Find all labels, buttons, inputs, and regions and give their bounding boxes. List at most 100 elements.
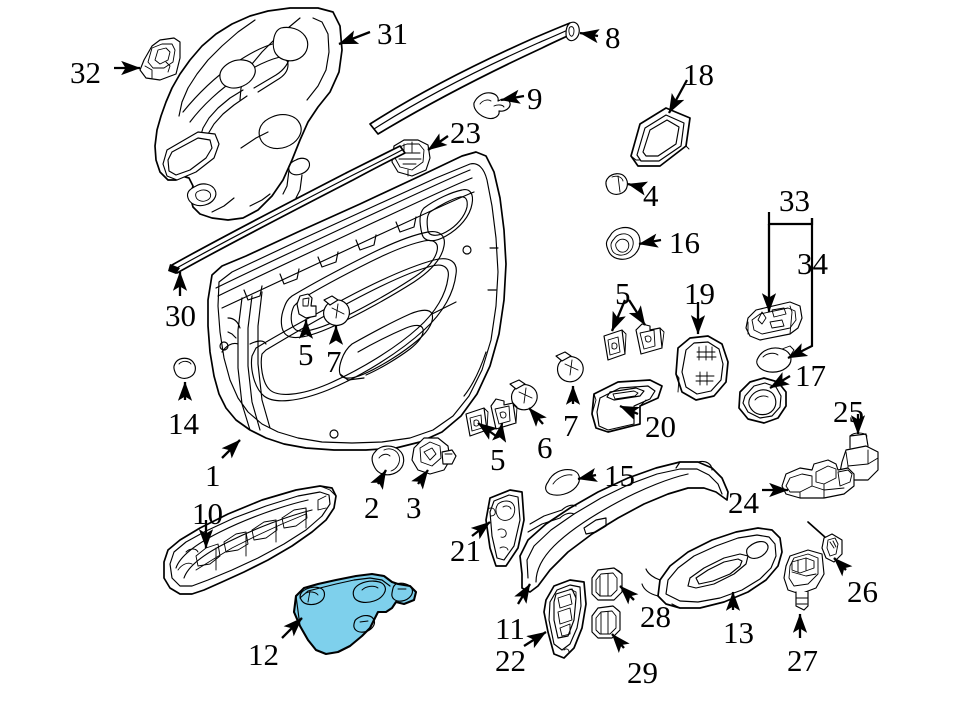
arrow-23	[427, 133, 449, 151]
arrow-16	[638, 233, 662, 248]
callout-number-7[interactable]: 7	[563, 408, 579, 443]
callout-number-13[interactable]: 13	[723, 615, 754, 650]
callout-number-7[interactable]: 7	[326, 344, 342, 379]
callout-number-10[interactable]: 10	[192, 496, 223, 531]
arrow-22	[523, 631, 547, 649]
arrow-18	[667, 79, 689, 114]
part-17-grommet-seal	[738, 377, 787, 424]
callout-number-28[interactable]: 28	[640, 599, 671, 634]
arrow-9	[500, 89, 525, 104]
callout-number-27[interactable]: 27	[787, 643, 818, 678]
arrow-34	[787, 343, 809, 360]
callout-number-11[interactable]: 11	[495, 611, 525, 646]
arrow-26	[833, 557, 853, 577]
part-21-bracket	[485, 489, 525, 567]
arrow-17	[769, 372, 791, 389]
part-5-clip-right-a	[465, 407, 489, 437]
part-16-grommet	[605, 227, 641, 260]
part-26-lock-rod	[807, 521, 843, 563]
part-4-plug	[605, 173, 628, 195]
part-10-armrest-support	[163, 485, 337, 595]
arrow-20	[619, 404, 641, 421]
leader-lines	[114, 29, 866, 653]
callout-number-3[interactable]: 3	[406, 490, 422, 525]
callout-number-22[interactable]: 22	[495, 643, 526, 678]
callout-number-6[interactable]: 6	[537, 430, 553, 465]
callout-number-12[interactable]: 12	[248, 637, 279, 672]
part-27-mirror-switch	[783, 549, 825, 611]
part-1-door-trim-panel	[207, 151, 507, 451]
callout-number-2[interactable]: 2	[364, 490, 380, 525]
arrow-2	[370, 469, 387, 490]
arrow-5-mid-a	[610, 299, 627, 332]
arrow-3	[411, 469, 429, 490]
part-18-cover	[630, 107, 691, 167]
callout-number-24[interactable]: 24	[728, 485, 759, 520]
part-14-cap	[173, 357, 196, 379]
arrow-28	[619, 585, 639, 605]
part-15-plug	[545, 468, 581, 496]
callout-number-1[interactable]: 1	[205, 458, 221, 493]
arrow-31	[338, 30, 371, 46]
callout-number-30[interactable]: 30	[165, 298, 196, 333]
callout-number-15[interactable]: 15	[604, 458, 635, 493]
callout-number-20[interactable]: 20	[645, 409, 676, 444]
arrow-4	[627, 181, 649, 196]
callout-number-31[interactable]: 31	[377, 16, 408, 51]
arrow-6	[528, 407, 547, 427]
callout-number-17[interactable]: 17	[795, 358, 826, 393]
part-32-clip	[139, 37, 181, 81]
callout-number-5[interactable]: 5	[490, 442, 506, 477]
part-5-clip-upper	[296, 293, 317, 319]
part-5-clip-right-b	[490, 398, 518, 430]
callout-number-5[interactable]: 5	[298, 337, 314, 372]
part-31-water-shield	[154, 7, 343, 221]
callout-number-26[interactable]: 26	[847, 574, 878, 609]
part-7-screw-upper	[323, 295, 350, 326]
part-33-lamp	[745, 301, 803, 341]
arrow-15	[577, 467, 598, 482]
callout-number-34[interactable]: 34	[797, 246, 828, 281]
part-13-pull-handle	[641, 527, 783, 609]
part-3-stud	[411, 437, 457, 475]
callout-number-29[interactable]: 29	[627, 655, 658, 690]
arrow-8	[579, 29, 600, 44]
part-2-bushing	[371, 445, 405, 476]
callout-number-16[interactable]: 16	[669, 225, 700, 260]
callout-number-32[interactable]: 32	[70, 55, 101, 90]
part-34-bulb	[756, 345, 795, 373]
part-8-belt-molding	[369, 21, 580, 135]
part-24-switch-block	[781, 459, 855, 499]
arrow-5-mid-b	[628, 299, 646, 326]
arrow-1	[221, 439, 241, 459]
part-6-screw	[509, 379, 538, 411]
part-11-armrest-pad	[519, 460, 729, 593]
arrow-29	[611, 633, 630, 653]
callout-number-14[interactable]: 14	[168, 406, 199, 441]
callout-number-4[interactable]: 4	[643, 178, 659, 213]
callout-number-18[interactable]: 18	[683, 57, 714, 92]
callout-number-25[interactable]: 25	[833, 394, 864, 429]
part-5-clip-mid-a	[603, 329, 627, 361]
part-28-switch-button	[591, 567, 623, 601]
arrow-21	[470, 521, 491, 540]
arrow-5-right-b	[492, 422, 507, 443]
part-29-switch-button-small	[591, 605, 621, 639]
part-22-switch-carrier	[543, 579, 587, 659]
part-7-screw-mid	[555, 351, 584, 383]
arrow-12	[281, 617, 303, 639]
callout-number-19[interactable]: 19	[684, 276, 715, 311]
callout-number-21[interactable]: 21	[450, 533, 481, 568]
callout-number-9[interactable]: 9	[527, 81, 543, 116]
part-19-speaker-cover	[675, 335, 729, 401]
callout-number-33[interactable]: 33	[779, 183, 810, 218]
part-5-clip-mid-b	[635, 323, 665, 355]
callout-number-23[interactable]: 23	[450, 115, 481, 150]
part-30-weatherstrip	[168, 145, 406, 274]
part-23-connector	[391, 139, 431, 177]
arrow-11	[514, 583, 531, 605]
callout-number-8[interactable]: 8	[605, 20, 621, 55]
callout-number-5[interactable]: 5	[615, 276, 631, 311]
